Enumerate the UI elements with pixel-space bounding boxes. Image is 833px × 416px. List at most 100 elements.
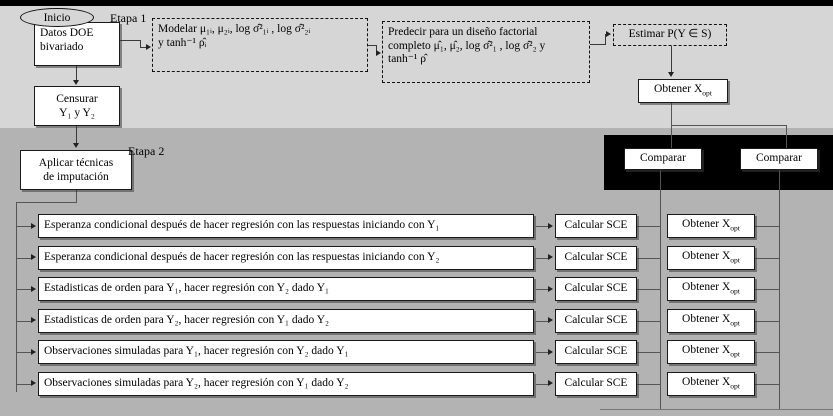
- obtener-xopt-1[interactable]: Obtener Xopt: [667, 214, 755, 238]
- connector-xopt-3-to-compare-bus: [755, 289, 780, 290]
- node-imputacion-line2: de imputación: [43, 171, 109, 183]
- calcular-sce-5-label: Calcular SCE: [564, 345, 628, 358]
- calcular-sce-6-label: Calcular SCE: [564, 376, 628, 389]
- calcular-sce-2[interactable]: Calcular SCE: [555, 245, 637, 270]
- method-row-6-label: Observaciones simuladas para Y₂, hacer r…: [44, 376, 349, 389]
- node-datos-doe-line2: bivariado: [40, 40, 84, 53]
- connector-xopt-6-to-compare-bus: [755, 383, 780, 385]
- connector-modelar-predecir-v: [376, 45, 377, 53]
- compare-box-left[interactable]: Comparar: [624, 148, 702, 170]
- connector-xopt-bus-h: [671, 125, 786, 126]
- obtener-xopt-4[interactable]: Obtener Xopt: [667, 308, 755, 333]
- connector-xopt-bus-v-right: [786, 125, 787, 148]
- bottom-rule: [600, 409, 833, 410]
- calcular-sce-5[interactable]: Calcular SCE: [555, 340, 637, 364]
- arrow-estimar-xopt: [667, 72, 674, 77]
- compare-box-right[interactable]: Comparar: [740, 148, 818, 170]
- arrow-row-4-to-sce: [548, 317, 553, 323]
- node-datos-doe-line1: Datos DOE: [40, 27, 94, 39]
- connector-xopt-bus-v-left: [671, 125, 672, 148]
- method-row-4[interactable]: Estadisticas de orden para Y₂, hacer reg…: [38, 308, 534, 333]
- connector-sce-3-to-compare-bus: [637, 289, 661, 290]
- arrow-datos-censurar: [72, 80, 79, 85]
- method-row-3[interactable]: Estadisticas de orden para Y₁, hacer reg…: [38, 277, 534, 301]
- node-censurar[interactable]: Censurar Y₁ y Y₂: [34, 86, 120, 126]
- obtener-xopt-6[interactable]: Obtener Xopt: [667, 371, 755, 396]
- method-row-5[interactable]: Observaciones simuladas para Y₁, hacer r…: [38, 340, 534, 364]
- connector-sce-2-to-compare-bus: [637, 257, 661, 259]
- calcular-sce-3-label: Calcular SCE: [564, 282, 628, 295]
- connector-modelar-predecir-h1: [368, 45, 377, 46]
- connector-row-6-to-sce: [536, 383, 549, 385]
- arrow-row-6-to-sce: [548, 380, 553, 386]
- connector-compare-right-down: [779, 170, 780, 410]
- compare-box-right-label: Comparar: [756, 152, 802, 165]
- method-row-6[interactable]: Observaciones simuladas para Y₂, hacer r…: [38, 371, 534, 396]
- calcular-sce-6[interactable]: Calcular SCE: [555, 371, 637, 396]
- obtener-xopt-2-label: Obtener Xopt: [682, 249, 740, 265]
- method-row-2-label: Esperanza condicional después de hacer r…: [44, 250, 440, 263]
- node-predecir-line1: Predecir para un diseño factorial: [388, 26, 538, 38]
- node-predecir[interactable]: Predecir para un diseño factorial comple…: [382, 21, 590, 83]
- node-obtener-xopt-main[interactable]: Obtener Xopt: [638, 79, 728, 103]
- node-estimar-label: Estimar P(Y ∈ S): [628, 28, 712, 41]
- calcular-sce-3[interactable]: Calcular SCE: [555, 277, 637, 301]
- connector-datos-censurar: [76, 66, 77, 81]
- connector-predecir-estimar-v: [605, 34, 606, 45]
- node-estimar[interactable]: Estimar P(Y ∈ S): [613, 24, 727, 46]
- calcular-sce-4[interactable]: Calcular SCE: [555, 308, 637, 333]
- connector-xopt-5-to-compare-bus: [755, 352, 780, 353]
- connector-row-5-to-sce: [536, 352, 549, 353]
- connector-xopt-1-to-compare-bus: [755, 226, 780, 227]
- arrow-modelar-predecir: [376, 49, 381, 56]
- node-imputacion-line1: Aplicar técnicas: [38, 157, 114, 170]
- node-obtener-xopt-main-label: Obtener Xopt: [654, 83, 712, 98]
- obtener-xopt-3-label: Obtener Xopt: [682, 281, 740, 296]
- connector-bus-to-row-3: [16, 289, 32, 290]
- obtener-xopt-2[interactable]: Obtener Xopt: [667, 245, 755, 270]
- node-censurar-line1: Censurar: [56, 93, 98, 106]
- method-row-3-label: Estadisticas de orden para Y₁, hacer reg…: [44, 282, 330, 295]
- obtener-xopt-3[interactable]: Obtener Xopt: [667, 277, 755, 301]
- arrow-row-2-to-sce: [548, 254, 553, 260]
- calcular-sce-1[interactable]: Calcular SCE: [555, 214, 637, 238]
- calcular-sce-2-label: Calcular SCE: [564, 250, 628, 263]
- connector-bus-to-row-6: [16, 383, 32, 385]
- connector-bus-to-row-2: [16, 257, 32, 259]
- node-censurar-line2: Y₁ y Y₂: [59, 107, 95, 119]
- arrow-predecir-estimar: [606, 30, 611, 37]
- method-row-1[interactable]: Esperanza condicional después de hacer r…: [38, 214, 534, 238]
- start-label: Inicio: [43, 11, 71, 24]
- connector-predecir-estimar-h1: [590, 44, 606, 45]
- connector-imputacion-bus-h: [16, 202, 77, 203]
- connector-row-3-to-sce: [536, 289, 549, 290]
- method-row-1-label: Esperanza condicional después de hacer r…: [44, 219, 440, 232]
- obtener-xopt-5-label: Obtener Xopt: [682, 344, 740, 359]
- obtener-xopt-4-label: Obtener Xopt: [682, 312, 740, 328]
- node-modelar-line2: y tanh⁻¹ ρ̂ᵢ: [158, 36, 207, 49]
- arrow-bus-to-row-4: [31, 317, 36, 323]
- node-datos-doe[interactable]: Datos DOE bivariado: [34, 22, 120, 66]
- arrow-censurar-imputacion: [72, 143, 79, 148]
- arrow-bus-to-row-2: [31, 254, 36, 260]
- connector-row-4-to-sce: [536, 320, 549, 322]
- connector-datos-modelar-h1: [120, 40, 140, 41]
- node-modelar[interactable]: Modelar μ₁ᵢ, μ₂ᵢ, log σ̂²₁ᵢ , log σ̂²₂ᵢ …: [152, 18, 368, 72]
- arrow-bus-to-row-3: [31, 285, 36, 292]
- method-row-4-label: Estadisticas de orden para Y₂, hacer reg…: [44, 313, 330, 326]
- connector-sce-5-to-compare-bus: [637, 352, 661, 353]
- top-black-bar: [0, 0, 833, 6]
- connector-bus-to-row-5: [16, 352, 32, 353]
- method-row-2[interactable]: Esperanza condicional después de hacer r…: [38, 245, 534, 270]
- node-imputacion[interactable]: Aplicar técnicas de imputación: [20, 150, 132, 190]
- arrow-bus-to-row-6: [31, 380, 36, 386]
- connector-imputacion-bus-drop: [76, 190, 77, 202]
- stage-label-etapa-1: Etapa 1: [110, 11, 147, 25]
- stage-label-etapa-2: Etapa 2: [128, 144, 165, 158]
- obtener-xopt-5[interactable]: Obtener Xopt: [667, 340, 755, 364]
- node-modelar-line1: Modelar μ₁ᵢ, μ₂ᵢ, log σ̂²₁ᵢ , log σ̂²₂ᵢ: [158, 23, 311, 35]
- node-predecir-line2: completo μ̂₁, μ̂₂, log σ̂²₁ , log σ̂²₂ y: [388, 39, 546, 52]
- compare-box-left-label: Comparar: [640, 152, 686, 165]
- connector-bus-to-row-4: [16, 320, 32, 322]
